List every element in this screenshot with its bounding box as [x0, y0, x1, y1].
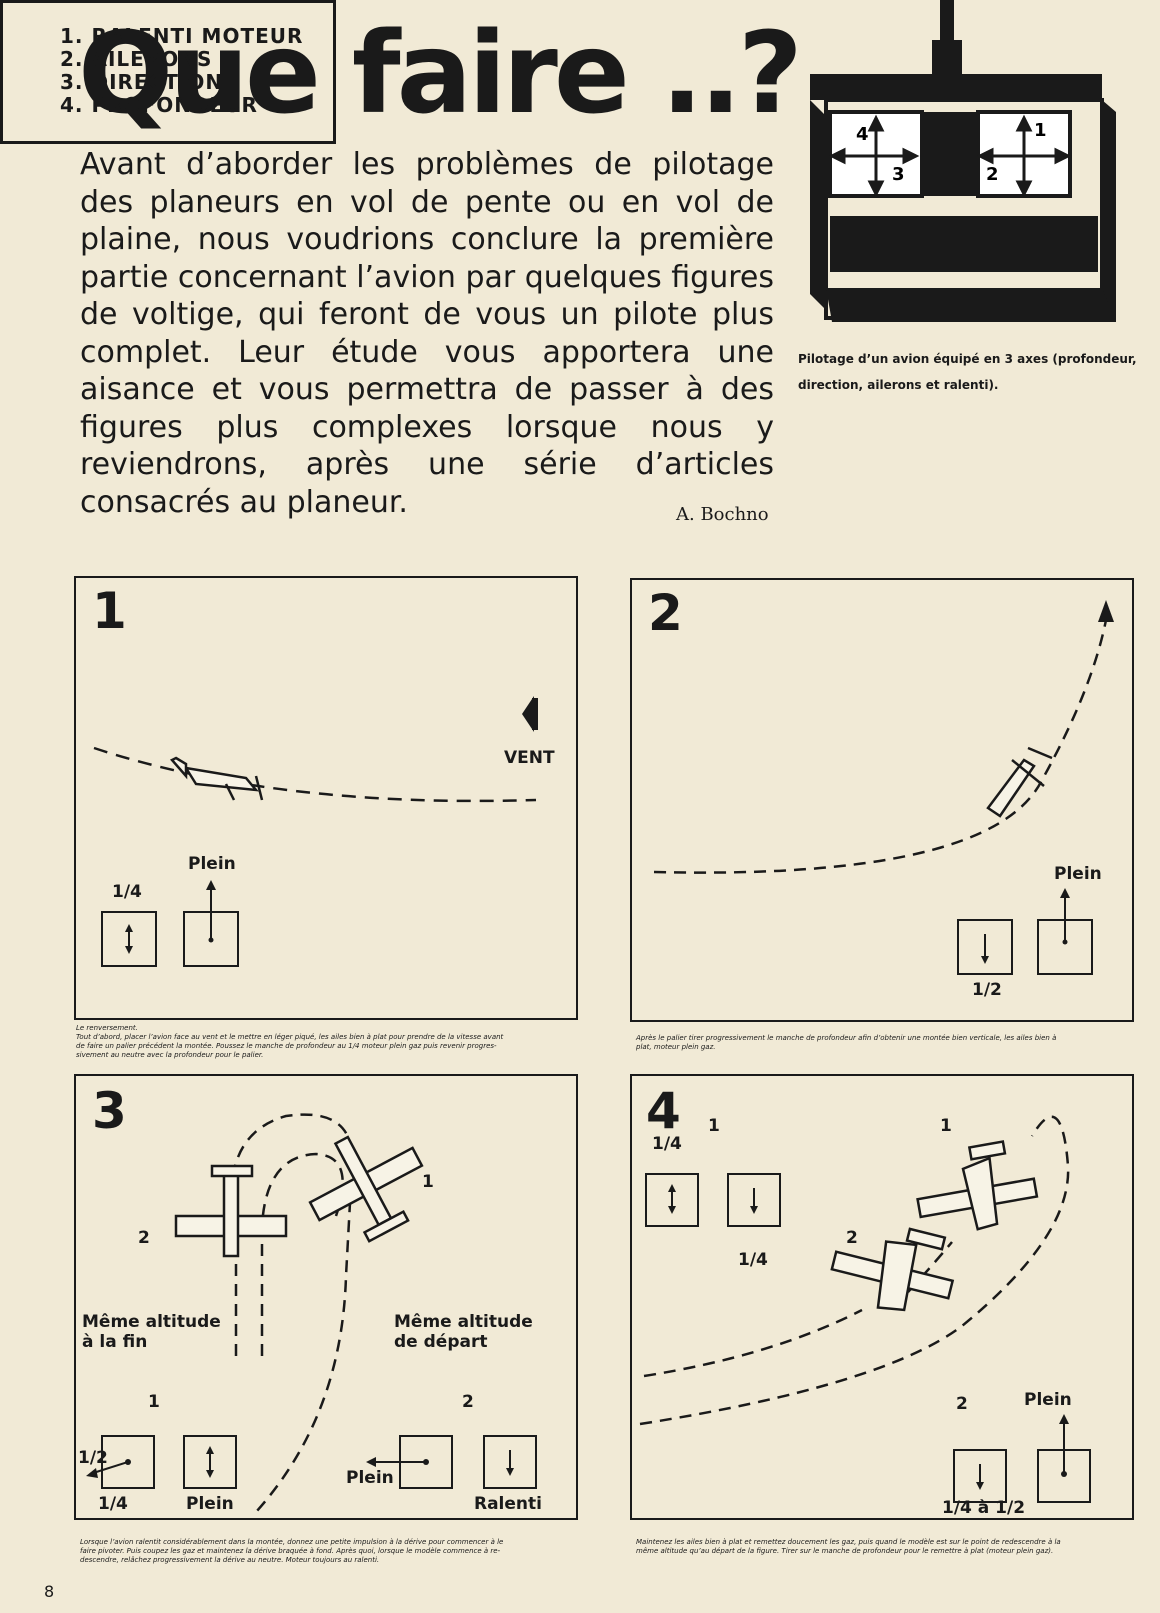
panel-1-caption: Le renversement. Tout d’abord, placer l’…	[76, 1024, 504, 1059]
airplane-icon	[916, 1140, 1039, 1231]
legend-item: 1. RALENTI MOTEUR	[60, 24, 304, 48]
group-number: 2	[462, 1392, 474, 1412]
stick-label-range: 1/4 à 1/2	[942, 1498, 1026, 1518]
wind-arrow-icon	[522, 696, 534, 732]
panel-number: 4	[646, 1082, 681, 1140]
transmitter-diagram: 4 3 1 2	[810, 0, 1116, 322]
panel-2-caption: Après le palier tirer progressivement le…	[636, 1034, 1057, 1051]
headline: Que faire ..?	[78, 9, 803, 139]
stick-label-quarter: 1/4	[112, 882, 142, 902]
panel-number: 3	[92, 1082, 127, 1140]
stick-label-half: 1/2	[78, 1448, 108, 1468]
legend-box: 1. RALENTI MOTEUR 2. AILERONS 3. DIRECTI…	[0, 0, 336, 144]
axis-label-4: 4	[856, 124, 869, 145]
panel-4-drawing	[639, 1115, 1091, 1503]
transmitter-caption-line2: direction, ailerons et ralenti).	[798, 378, 999, 392]
panel-2-drawing	[653, 600, 1114, 975]
plane-number: 1	[422, 1172, 434, 1192]
panel-number: 2	[648, 584, 683, 642]
stick-label-plein: Plein	[346, 1468, 394, 1488]
stick-label-ralenti: Ralenti	[474, 1494, 542, 1514]
axis-label-2: 2	[986, 164, 999, 185]
airplane-icon	[308, 1135, 424, 1243]
stick-label-quarter: 1/4	[738, 1250, 768, 1270]
stick-label-plein: Plein	[188, 854, 236, 874]
wind-label: VENT	[504, 748, 555, 768]
arrow-up-icon	[1098, 600, 1114, 622]
transmitter-caption-line1: Pilotage d’un avion équipé en 3 axes (pr…	[798, 352, 1137, 366]
stick-label-plein: Plein	[1024, 1390, 1072, 1410]
plane-number: 2	[138, 1228, 150, 1248]
airplane-icon	[986, 746, 1053, 818]
stick-label-plein: Plein	[1054, 864, 1102, 884]
plane-number: 1	[940, 1116, 952, 1136]
panel-4-caption: Maintenez les ailes bien à plat et remet…	[636, 1538, 1061, 1555]
intro-paragraph: Avant d’aborder les problèmes de pilotag…	[80, 147, 774, 520]
panel-1: 1 VENT 1/4 Plein	[74, 576, 578, 1020]
panel-3: 3	[74, 1074, 578, 1520]
panel-number: 1	[92, 582, 127, 640]
panel-3-drawing	[86, 1113, 537, 1513]
stick-label-quarter: 1/4	[652, 1134, 682, 1154]
panel-3-caption: Lorsque l’avion ralentit considérablemen…	[80, 1538, 504, 1564]
group-number: 2	[956, 1394, 968, 1414]
axis-label-3: 3	[892, 164, 905, 185]
page-number: 8	[44, 1582, 55, 1601]
axis-label-1: 1	[1034, 120, 1047, 141]
group-number: 1	[708, 1116, 720, 1136]
legend-item: 4. PROFONDEUR	[60, 93, 258, 117]
legend-item: 3. DIRECTION	[60, 70, 224, 94]
legend-item: 2. AILERONS	[60, 47, 213, 71]
plane-number: 2	[846, 1228, 858, 1248]
panel-1-drawing	[93, 696, 538, 967]
author: A. Bochno	[676, 504, 769, 525]
airplane-icon	[830, 1227, 955, 1312]
panel-4: 4	[630, 1074, 1134, 1520]
stick-label-quarter: 1/4	[98, 1494, 128, 1514]
airplane-icon	[169, 756, 264, 801]
panel-2: 2 1/2 Plein	[630, 578, 1134, 1022]
group-number: 1	[148, 1392, 160, 1412]
stick-label-half: 1/2	[972, 980, 1002, 1000]
stick-label-plein: Plein	[186, 1494, 234, 1514]
airplane-icon	[174, 1164, 288, 1258]
